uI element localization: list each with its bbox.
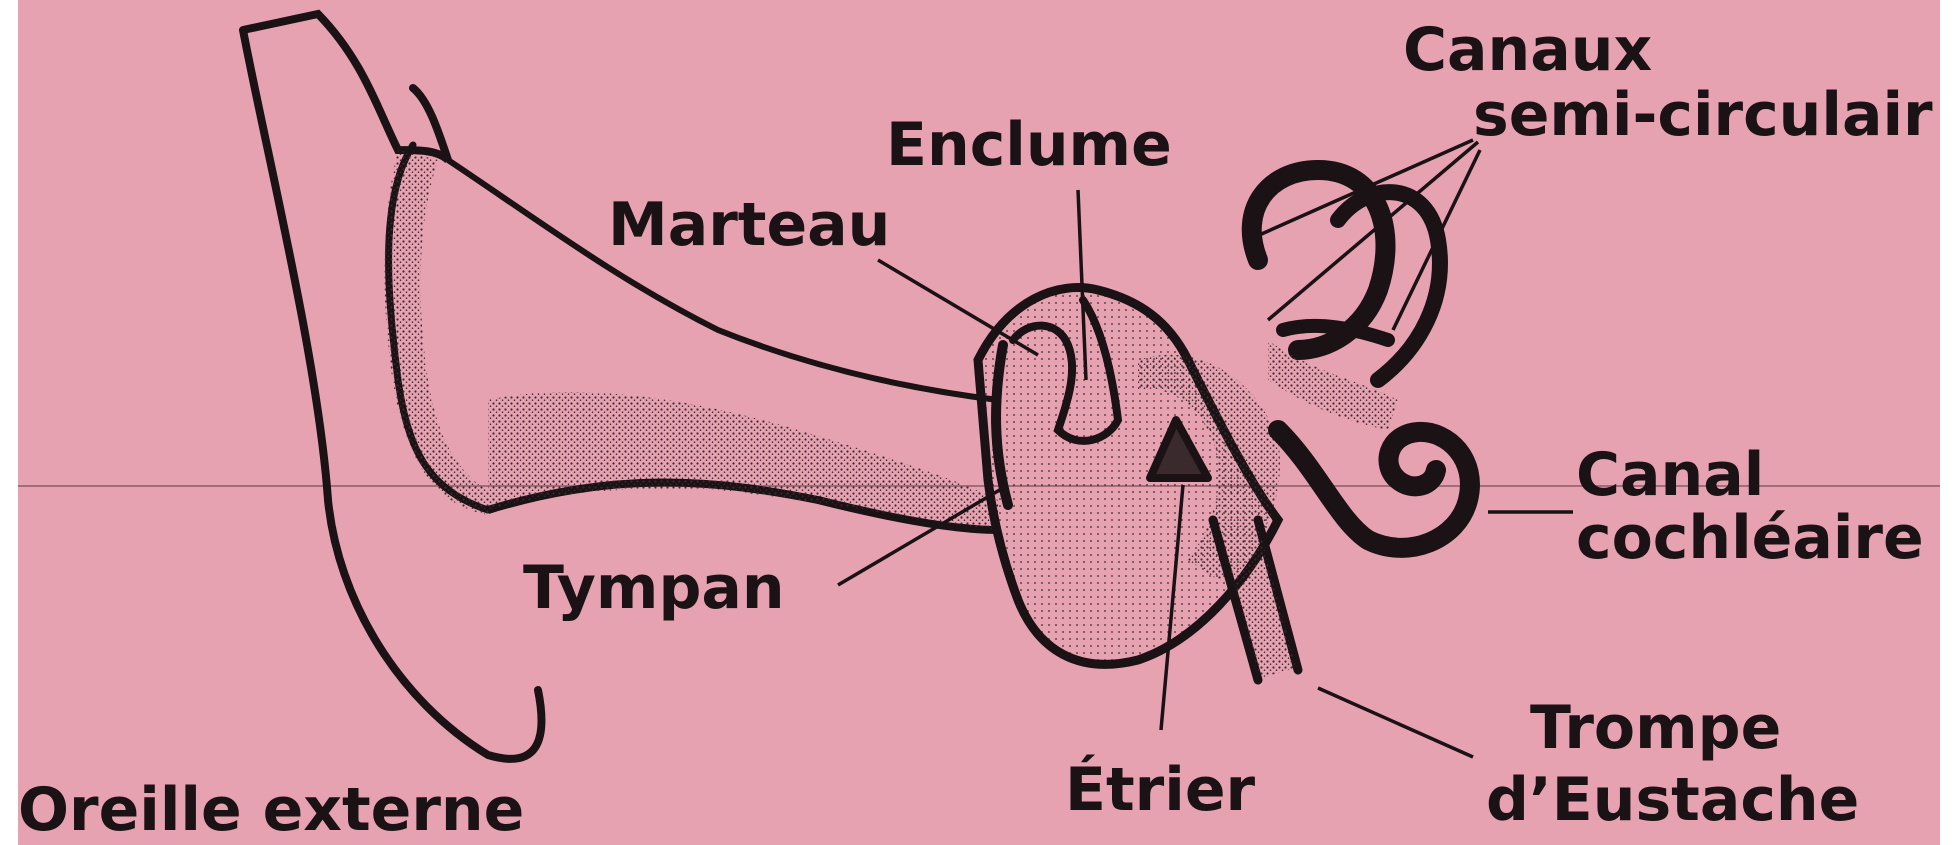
label-oreille-externe: Oreille externe <box>18 780 524 840</box>
label-trompe-line2: d’Eustache <box>1486 770 1859 830</box>
leader-line-trompe <box>1318 688 1473 757</box>
cochlea-spiral <box>1278 430 1470 548</box>
label-canaux-line2: semi-circulair <box>1473 85 1933 145</box>
label-canaux-line1: Canaux <box>1403 20 1652 80</box>
pinna-outline <box>243 14 541 759</box>
ear-canal-shading <box>488 392 998 530</box>
label-marteau: Marteau <box>608 195 890 255</box>
label-trompe-line1: Trompe <box>1530 698 1781 758</box>
label-canal-line2: cochléaire <box>1576 508 1924 568</box>
label-canal-line1: Canal <box>1576 445 1764 505</box>
ear-diagram-plate: Canaux semi-circulair Enclume Marteau Ca… <box>18 0 1940 845</box>
label-etrier: Étrier <box>1065 760 1255 820</box>
label-tympan: Tympan <box>523 558 785 618</box>
pinna-shading <box>385 150 506 515</box>
label-enclume: Enclume <box>886 115 1172 175</box>
